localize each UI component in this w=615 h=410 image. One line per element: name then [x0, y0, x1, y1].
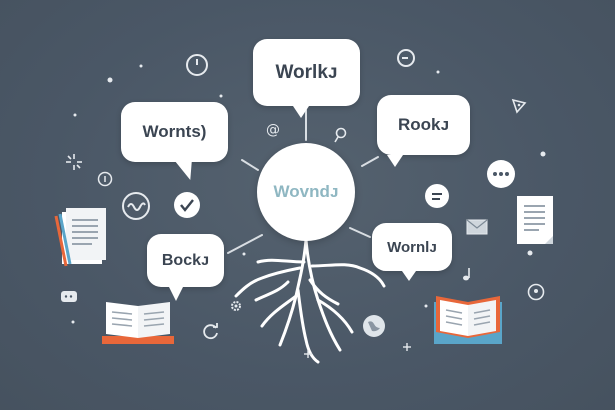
sparkle-icon — [66, 154, 82, 170]
at-sign-icon: @ — [266, 122, 280, 137]
check-icon — [174, 192, 200, 218]
music-note-icon — [463, 268, 470, 281]
globe-icon — [363, 315, 385, 337]
center-node-label: Wovndᴊ — [273, 182, 339, 201]
chat-icon — [61, 291, 77, 302]
bubble-lower-right-label: Wornlᴊ — [387, 238, 437, 256]
connector-left — [241, 159, 259, 171]
open-book-right-icon — [434, 296, 502, 344]
location-icon — [527, 283, 545, 301]
bubble-lower-left-label: Bockᴊ — [161, 251, 210, 269]
magnifier-icon — [334, 127, 347, 143]
bubble-tail — [293, 106, 309, 118]
bubble-top-label: Worlkᴊ — [275, 61, 338, 83]
bubble-tail — [169, 287, 183, 301]
info-circle-icon — [97, 171, 113, 187]
bubble-left: Wornts) — [121, 102, 228, 180]
envelope-icon — [466, 219, 488, 235]
svg-text:@: @ — [266, 122, 280, 137]
wave-icon — [122, 192, 150, 220]
menu-circle-icon — [425, 184, 449, 208]
roots — [234, 238, 386, 364]
bubble-lower-left: Bockᴊ — [147, 234, 224, 301]
bubble-tail — [387, 155, 403, 167]
clock-icon — [186, 54, 208, 76]
open-book-left-icon — [102, 302, 174, 344]
timer-icon — [397, 49, 415, 67]
gear-icon — [231, 301, 241, 311]
notebook-icon — [54, 208, 106, 267]
refresh-icon — [203, 323, 218, 340]
connector-right — [361, 156, 379, 167]
bubble-top: Worlkᴊ — [253, 39, 360, 118]
triangle-icon — [511, 98, 527, 114]
bubble-lower-right: Wornlᴊ — [372, 223, 452, 281]
document-icon — [517, 196, 553, 244]
bubble-left-label: Wornts) — [142, 122, 207, 141]
connector-lower-right — [349, 227, 371, 238]
bubble-right-label: Rookᴊ — [397, 115, 450, 134]
bubble-tail — [402, 271, 416, 281]
connector-lower-left — [227, 234, 263, 254]
center-node: Wovndᴊ — [257, 143, 355, 241]
more-icon — [487, 160, 515, 188]
bubble-right: Rookᴊ — [377, 95, 470, 167]
